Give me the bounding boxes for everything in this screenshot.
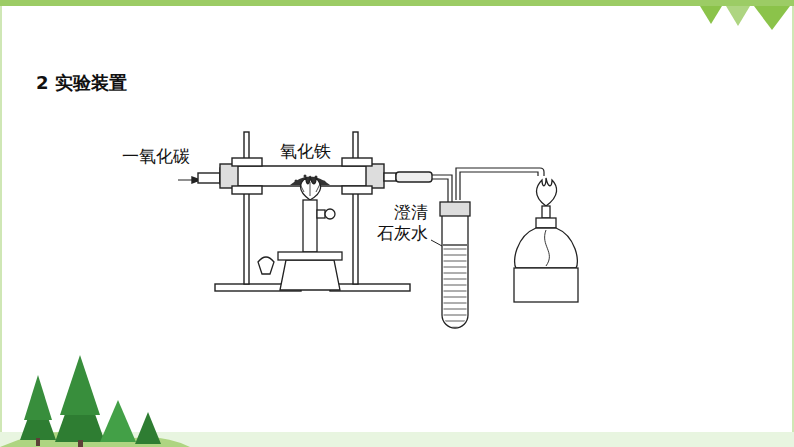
oxide-label: 氧化铁 bbox=[280, 141, 331, 161]
limewater-label: 澄清 石灰水 bbox=[372, 202, 428, 245]
trees bbox=[0, 355, 794, 447]
reaction-tube bbox=[178, 158, 452, 300]
alcohol-lamp bbox=[514, 178, 578, 302]
leader-line bbox=[431, 240, 442, 246]
test-tube bbox=[431, 202, 470, 328]
iron-stand bbox=[215, 132, 410, 291]
gas-label: 一氧化碳 bbox=[122, 146, 190, 166]
gas-burner bbox=[258, 176, 342, 290]
slide-title: 2 实验装置 bbox=[36, 72, 127, 94]
exhaust-tube bbox=[456, 168, 544, 200]
top-band bbox=[0, 0, 794, 6]
corner-triangles bbox=[700, 6, 790, 30]
